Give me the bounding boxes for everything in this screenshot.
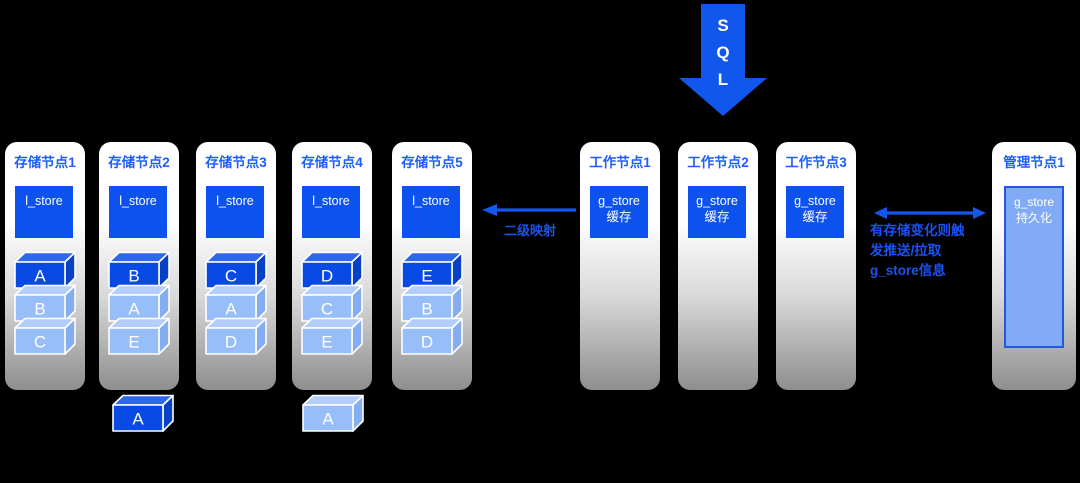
l-store-box: l_store <box>15 186 73 238</box>
data-block: D <box>401 317 463 355</box>
sql-label: S Q L <box>676 12 770 93</box>
l-store-box: l_store <box>302 186 360 238</box>
data-block-stack: D C E <box>301 251 363 355</box>
data-block-stack: E B D <box>401 251 463 355</box>
sql-down-arrow-icon <box>679 4 767 116</box>
data-block: E <box>401 251 463 289</box>
data-block: C <box>301 284 363 322</box>
data-block-stack: B A E <box>108 251 170 355</box>
storage-node-column-2: 存储节点2 l_store B A E <box>99 142 179 390</box>
storage-node-title: 存储节点5 <box>401 155 463 170</box>
g-store-cache-box: g_store 缓存 <box>688 186 746 238</box>
g-store-cache-box: g_store 缓存 <box>786 186 844 238</box>
work-node-column-2: 工作节点2 g_store 缓存 <box>678 142 758 390</box>
l-store-box: l_store <box>109 186 167 238</box>
g-store-label: g_store <box>598 194 640 208</box>
svg-text:D: D <box>321 267 333 286</box>
data-block: B <box>401 284 463 322</box>
cache-label: 缓存 <box>704 210 730 225</box>
svg-text:B: B <box>421 300 432 319</box>
svg-text:A: A <box>132 410 144 429</box>
storage-node-title: 存储节点3 <box>205 155 267 170</box>
storage-node-title: 存储节点2 <box>108 155 170 170</box>
svg-text:D: D <box>421 333 433 352</box>
data-block: D <box>301 251 363 289</box>
data-block: A <box>14 251 76 289</box>
data-block-stack: C A D <box>205 251 267 355</box>
data-block-stack: A B C <box>14 251 76 355</box>
svg-text:D: D <box>225 333 237 352</box>
g-store-label: g_store <box>1013 195 1055 209</box>
storage-node-column-3: 存储节点3 l_store C A D <box>196 142 276 390</box>
mapping-arrow-label: 二级映射 <box>503 223 556 238</box>
svg-text:B: B <box>34 300 45 319</box>
loose-data-block: A <box>112 394 174 432</box>
cache-label: 缓存 <box>802 210 828 225</box>
data-block: B <box>14 284 76 322</box>
data-block: A <box>108 284 170 322</box>
sync-arrow-label: 有存储变化则触 发推送/拉取 g_store信息 <box>870 221 996 281</box>
svg-text:A: A <box>322 410 334 429</box>
g-store-label: g_store <box>794 194 836 208</box>
loose-data-block: A <box>302 394 364 432</box>
svg-text:E: E <box>421 267 432 286</box>
data-block: C <box>14 317 76 355</box>
sql-letter-s: S <box>717 16 729 35</box>
svg-text:A: A <box>128 300 140 319</box>
data-block: E <box>108 317 170 355</box>
svg-text:A: A <box>225 300 237 319</box>
data-block: B <box>108 251 170 289</box>
g-store-cache-box: g_store 缓存 <box>590 186 648 238</box>
sync-label-line3: g_store信息 <box>870 263 946 278</box>
svg-text:A: A <box>34 267 46 286</box>
data-block: E <box>301 317 363 355</box>
data-block: A <box>205 284 267 322</box>
storage-node-column-4: 存储节点4 l_store D C E <box>292 142 372 390</box>
sql-letter-l: L <box>717 70 729 89</box>
l-store-box: l_store <box>206 186 264 238</box>
work-node-column-1: 工作节点1 g_store 缓存 <box>580 142 660 390</box>
work-node-title: 工作节点2 <box>687 155 749 170</box>
g-store-persistence-box: g_store 持久化 <box>1004 186 1064 348</box>
sql-letter-q: Q <box>716 43 730 62</box>
sync-label-line2: 发推送/拉取 <box>870 243 942 258</box>
svg-text:C: C <box>34 333 46 352</box>
storage-node-title: 存储节点1 <box>14 155 76 170</box>
g-store-label: g_store <box>696 194 738 208</box>
persistence-label: 持久化 <box>1015 211 1052 226</box>
svg-text:E: E <box>321 333 332 352</box>
storage-node-column-5: 存储节点5 l_store E B D <box>392 142 472 390</box>
data-block: C <box>205 251 267 289</box>
sync-double-arrow-icon <box>874 207 986 219</box>
storage-node-column-1: 存储节点1 l_store A B C <box>5 142 85 390</box>
l-store-box: l_store <box>402 186 460 238</box>
work-node-column-3: 工作节点3 g_store 缓存 <box>776 142 856 390</box>
svg-text:C: C <box>321 300 333 319</box>
management-node-column: 管理节点1 g_store 持久化 <box>992 142 1076 390</box>
svg-text:C: C <box>225 267 237 286</box>
work-node-title: 工作节点1 <box>589 155 651 170</box>
svg-text:B: B <box>128 267 139 286</box>
mapping-left-arrow-icon <box>482 204 576 216</box>
work-node-title: 工作节点3 <box>785 155 847 170</box>
sync-label-line1: 有存储变化则触 <box>870 223 965 238</box>
cache-label: 缓存 <box>606 210 632 225</box>
data-block: D <box>205 317 267 355</box>
svg-text:E: E <box>128 333 139 352</box>
storage-node-title: 存储节点4 <box>301 155 363 170</box>
management-node-title: 管理节点1 <box>1003 155 1065 170</box>
